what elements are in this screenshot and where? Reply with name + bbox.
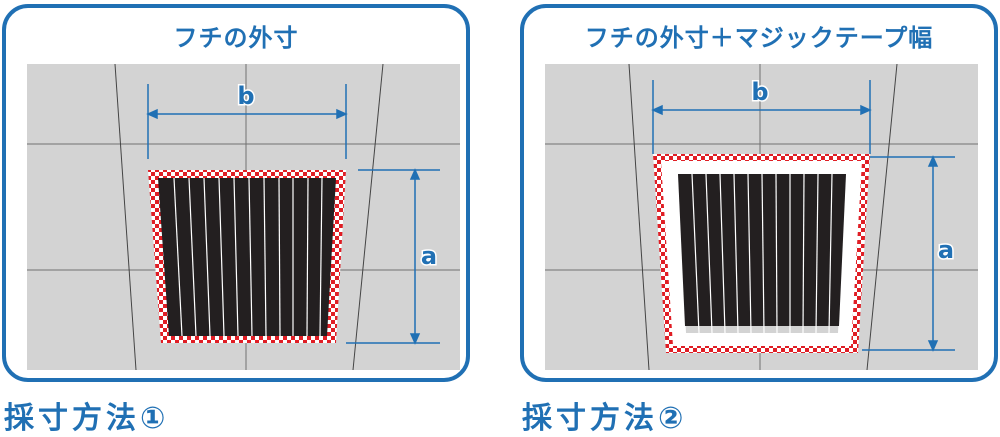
height-dimension-a [346, 168, 440, 345]
label-b: b [237, 82, 254, 110]
method-2-diagram: b a [545, 63, 978, 374]
width-dimension-b [651, 80, 872, 154]
label-a: a [938, 236, 954, 264]
vent-grille [158, 178, 336, 336]
method-2-caption: 採寸方法② [522, 401, 688, 436]
method-1-caption: 採寸方法① [4, 401, 170, 436]
method-1-panel: フチの外寸 [2, 4, 470, 382]
method-1-title: フチの外寸 [173, 24, 299, 52]
label-b: b [751, 78, 768, 106]
height-dimension-a [862, 155, 955, 352]
label-a: a [421, 242, 437, 270]
method-2-panel: フチの外寸＋マジックテープ幅 [520, 4, 998, 382]
width-dimension-b [146, 84, 348, 159]
method-2-title: フチの外寸＋マジックテープ幅 [584, 24, 934, 52]
method-1-diagram: b a [27, 63, 460, 374]
